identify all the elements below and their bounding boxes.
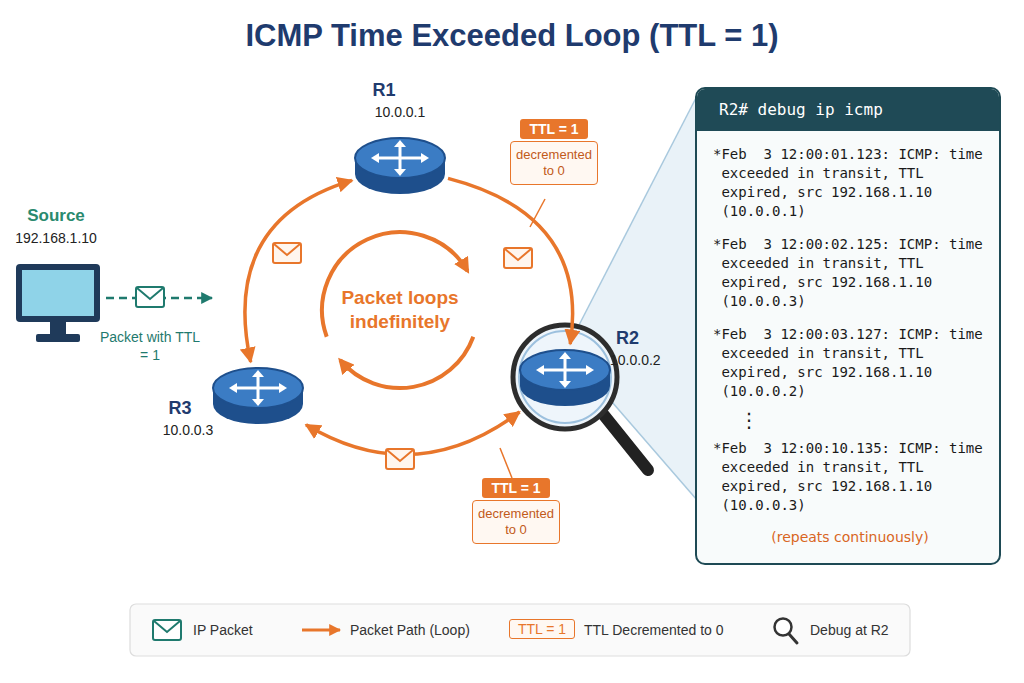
- packet-envelope: [504, 248, 532, 268]
- zoom-line: [578, 96, 697, 327]
- log-line: *Feb 3 12:00:02.125: ICMP: time exceeded…: [713, 235, 987, 311]
- packet-caption: Packet with TTL = 1: [95, 328, 205, 364]
- legend-magnifier-handle: [789, 634, 797, 643]
- legend-envelope-icon: [153, 620, 181, 640]
- leader-line: [500, 448, 512, 478]
- ttl-badge: TTL = 1: [482, 478, 549, 498]
- legend-text: IP Packet: [193, 622, 253, 638]
- ip-address: 10.0.0.2: [610, 352, 690, 368]
- magnifier-handle: [603, 414, 648, 470]
- router-node: R110.0.0.1: [352, 132, 448, 200]
- debug-panel: R2# debug ip icmp *Feb 3 12:00:01.123: IC…: [695, 87, 1001, 565]
- source-arrow: [106, 297, 212, 300]
- zoom-line: [612, 402, 697, 500]
- leader-line: [530, 199, 545, 227]
- loop-circle-arrow: [322, 232, 467, 337]
- ttl-callout: TTL = 1decremented to 0: [468, 478, 564, 544]
- packet-path: [245, 180, 352, 362]
- node-name: Source: [0, 206, 126, 226]
- callout-note: decremented to 0: [472, 500, 560, 544]
- router-icon: [517, 344, 613, 412]
- legend-frame: [130, 604, 910, 656]
- router-name: R1: [334, 80, 434, 101]
- ttl-badge: TTL = 1: [520, 119, 587, 139]
- log-line: *Feb 3 12:00:10.135: ICMP: time exceeded…: [713, 439, 987, 515]
- legend-magnifier-icon: [775, 619, 792, 636]
- callout-note: decremented to 0: [510, 141, 598, 185]
- ip-address: 192.168.1.10: [0, 230, 126, 246]
- router-node: R210.0.0.2: [517, 344, 613, 412]
- router-icon: [352, 132, 448, 200]
- computer-node: Source192.168.1.10: [14, 262, 102, 346]
- packet-envelope: [136, 287, 164, 307]
- console-note: (repeats continuously): [713, 529, 987, 545]
- legend-text: Packet Path (Loop): [350, 622, 470, 638]
- magnifier-ring: [519, 331, 611, 423]
- magnifier-lens: [513, 325, 617, 429]
- router-name: R2: [616, 328, 676, 349]
- computer-icon: [14, 262, 102, 346]
- legend-text: TTL Decremented to 0: [584, 622, 724, 638]
- router-icon: [210, 362, 306, 430]
- log-line: *Feb 3 12:00:03.127: ICMP: time exceeded…: [713, 325, 987, 401]
- console-body: *Feb 3 12:00:01.123: ICMP: time exceeded…: [697, 131, 999, 545]
- ip-address: 10.0.0.3: [138, 422, 238, 438]
- packet-path: [306, 412, 520, 454]
- ip-address: 10.0.0.1: [350, 104, 450, 120]
- router-name: R3: [130, 398, 230, 419]
- ellipsis-mark: ⋮: [713, 409, 987, 431]
- router-node: R310.0.0.3: [210, 362, 306, 430]
- loop-circle-arrow: [340, 337, 473, 388]
- packet-path: [448, 178, 573, 344]
- loop-caption: Packet loops indefinitely: [335, 286, 465, 334]
- log-line: *Feb 3 12:00:01.123: ICMP: time exceeded…: [713, 145, 987, 221]
- diagram-title: ICMP Time Exceeded Loop (TTL = 1): [0, 18, 1024, 54]
- ttl-callout: TTL = 1decremented to 0: [506, 119, 602, 185]
- packet-envelope: [273, 243, 301, 263]
- legend-arrow-icon: [302, 629, 340, 632]
- packet-envelope: [386, 449, 414, 469]
- legend-text: Debug at R2: [810, 622, 889, 638]
- legend-ttl-sample: TTL = 1: [509, 619, 575, 639]
- console-prompt: R2# debug ip icmp: [697, 89, 999, 131]
